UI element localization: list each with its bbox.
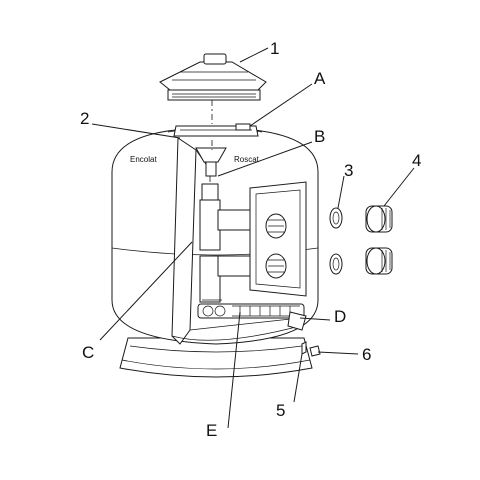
label-A: A bbox=[314, 69, 326, 88]
label-2: 2 bbox=[80, 109, 89, 128]
label-1: 1 bbox=[270, 39, 279, 58]
o-ring-part-3 bbox=[329, 207, 343, 275]
filter-lid bbox=[159, 53, 267, 101]
internal-piping bbox=[195, 147, 307, 331]
cutaway-wall bbox=[171, 137, 301, 345]
annotation-encolat: Encolat bbox=[130, 155, 157, 164]
label-5: 5 bbox=[276, 401, 285, 420]
valve-port-plate bbox=[249, 181, 307, 297]
drain-parts bbox=[301, 341, 321, 357]
label-C: C bbox=[82, 343, 94, 362]
label-D: D bbox=[334, 307, 346, 326]
filter-base bbox=[119, 337, 313, 378]
callout-labels: 1 2 3 4 5 6 A B C D E Encolat Roscat bbox=[80, 39, 421, 440]
annotation-roscat: Roscat bbox=[234, 155, 260, 164]
label-6: 6 bbox=[362, 345, 371, 364]
label-3: 3 bbox=[344, 161, 353, 180]
center-axis bbox=[209, 100, 213, 184]
label-4: 4 bbox=[412, 151, 421, 170]
label-E: E bbox=[206, 421, 217, 440]
union-fittings-part-4 bbox=[365, 205, 393, 275]
label-B: B bbox=[314, 127, 325, 146]
leader-lines bbox=[91, 47, 415, 429]
